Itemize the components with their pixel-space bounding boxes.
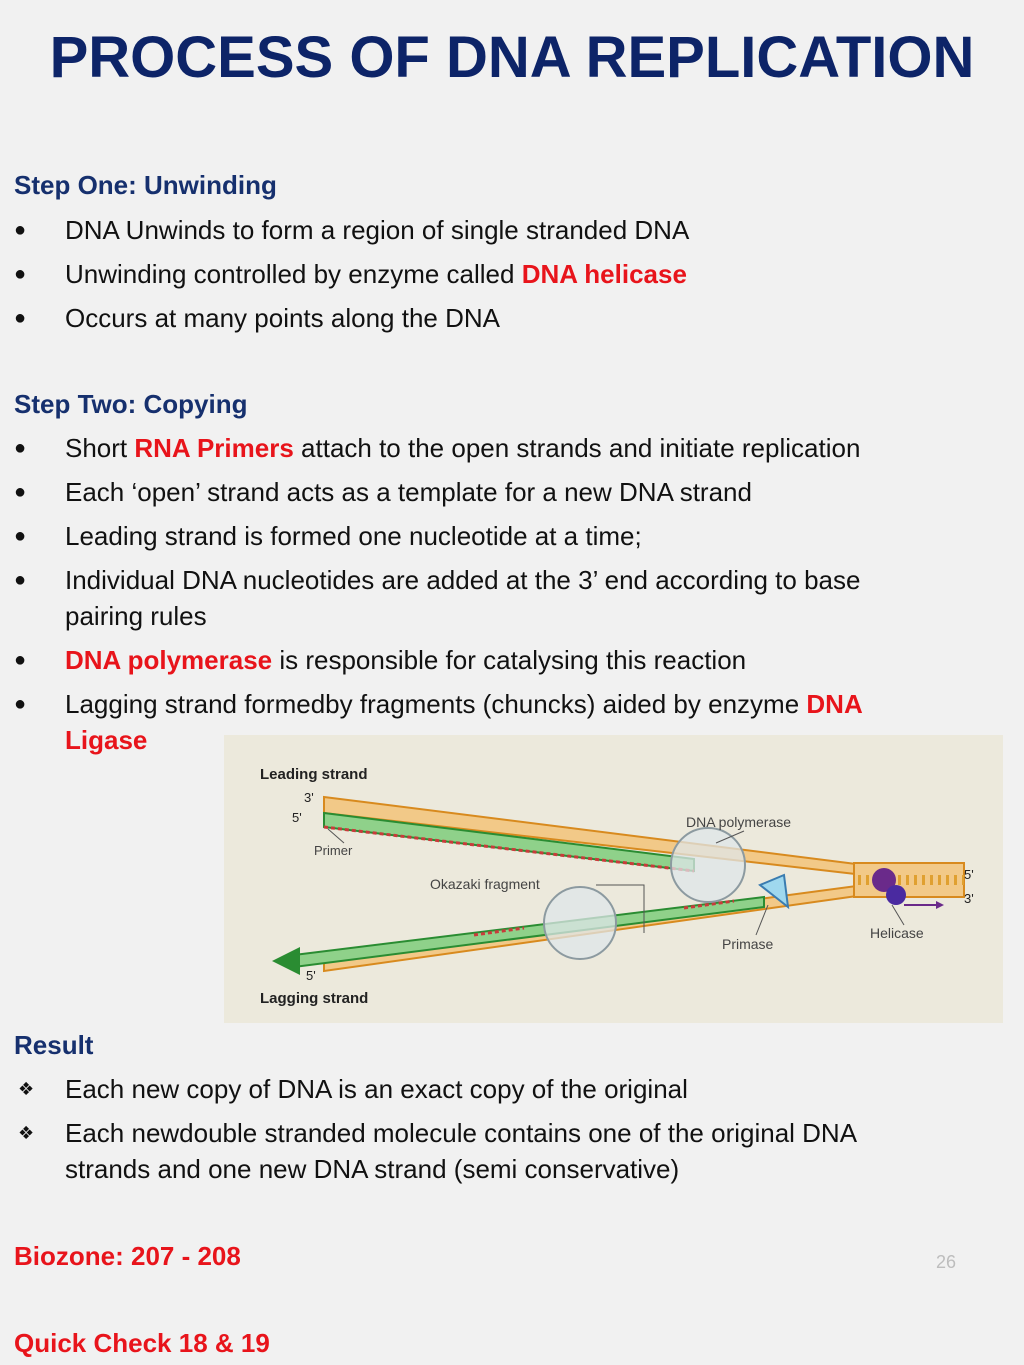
primase-label: Primase xyxy=(722,936,774,952)
bullet-dot-icon: ● xyxy=(14,693,27,715)
helicase-graphic xyxy=(872,868,944,909)
bullet-dot-icon: ● xyxy=(14,525,27,547)
result-heading: Result xyxy=(14,1030,94,1060)
diamond-bullet-icon: ❖ xyxy=(18,1079,35,1099)
primer-label: Primer xyxy=(314,843,353,858)
bullet-dot-icon: ● xyxy=(14,481,27,503)
page-title: PROCESS OF DNA REPLICATION xyxy=(49,25,975,90)
replication-fork-illustration: Leading strand 3' 5' Primer DNA polymera… xyxy=(260,766,974,1007)
five-prime-label: 5' xyxy=(306,968,316,983)
three-prime-label: 3' xyxy=(304,790,314,805)
step-two-heading: Step Two: Copying xyxy=(14,389,248,419)
step-one-heading: Step One: Unwinding xyxy=(14,170,277,200)
five-prime-label: 5' xyxy=(964,867,974,882)
page-number: 26 xyxy=(936,1252,957,1272)
five-prime-label: 5' xyxy=(292,810,302,825)
highlight-term: DNA helicase xyxy=(521,259,687,289)
leading-strand-graphic xyxy=(323,795,865,877)
highlight-term: DNA polymerase xyxy=(65,645,273,675)
bullet-dot-icon: ● xyxy=(14,219,27,241)
quick-check-reference: Quick Check 18 & 19 xyxy=(14,1328,270,1358)
leading-strand-label: Leading strand xyxy=(260,766,368,783)
dna-replication-diagram: Leading strand 3' 5' Primer DNA polymera… xyxy=(224,735,1003,1023)
bullet-dot-icon: ● xyxy=(14,437,27,459)
highlight-term: Ligase xyxy=(65,725,148,755)
bullet-dot-icon: ● xyxy=(14,307,27,329)
highlight-term: DNA xyxy=(806,689,863,719)
highlight-term: RNA Primers xyxy=(134,433,294,463)
dna-polymerase-label: DNA polymerase xyxy=(686,814,791,830)
bullet-dot-icon: ● xyxy=(14,263,27,285)
diamond-bullet-icon: ❖ xyxy=(18,1123,35,1143)
okazaki-polymerase-graphic xyxy=(543,886,617,960)
three-prime-label: 3' xyxy=(964,891,974,906)
primase-graphic xyxy=(758,873,790,910)
helicase-label: Helicase xyxy=(870,925,924,941)
bullet-dot-icon: ● xyxy=(14,649,27,671)
lagging-strand-label: Lagging strand xyxy=(260,990,368,1007)
okazaki-fragment-label: Okazaki fragment xyxy=(430,876,540,892)
bullet-dot-icon: ● xyxy=(14,569,27,591)
dna-polymerase-graphic xyxy=(670,827,746,903)
biozone-reference: Biozone: 207 - 208 xyxy=(14,1241,241,1271)
parent-dna-graphic xyxy=(853,862,965,898)
